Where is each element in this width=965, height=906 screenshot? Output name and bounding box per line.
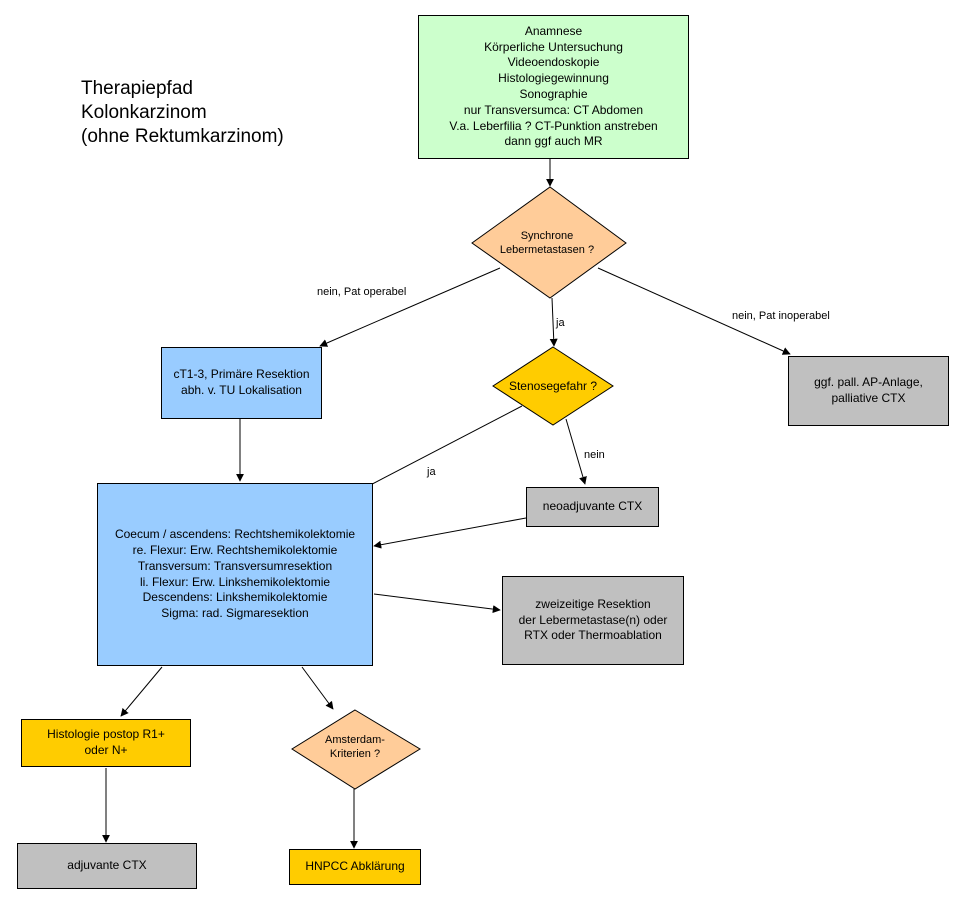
- node-text: V.a. Leberfilia ? CT-Punktion anstreben: [449, 118, 658, 133]
- node-text: li. Flexur: Erw. Linkshemikolektomie: [139, 574, 331, 589]
- edge-label-nein-inoperabel: nein, Pat inoperabel: [732, 310, 830, 322]
- title-line: Kolonkarzinom: [81, 102, 207, 123]
- node-text: Histologie postop R1+: [47, 727, 165, 742]
- node-text: Körperliche Untersuchung: [484, 39, 623, 54]
- node-text: RTX oder Thermoablation: [524, 628, 662, 643]
- node-text: re. Flexur: Erw. Rechtshemikolektomie: [132, 542, 338, 557]
- node-resektion: Coecum / ascendens: Rechtshemikolektomie…: [97, 483, 373, 666]
- node-text: cT1-3, Primäre Resektion: [173, 367, 310, 382]
- node-text: HNPCC Abklärung: [305, 859, 405, 874]
- node-text: Lebermetastasen ?: [499, 244, 595, 256]
- edge-synchrone-primaer: [319, 267, 501, 347]
- title-line: Therapiepfad: [81, 78, 193, 99]
- edge-synchrone-palliativ: [597, 267, 791, 355]
- node-text: Histologiegewinnung: [498, 71, 609, 86]
- node-text: abh. v. TU Lokalisation: [181, 383, 302, 397]
- node-text: Sonographie: [519, 87, 588, 101]
- node-histologie: Histologie postop R1+ oder N+: [21, 719, 191, 767]
- node-text: nur Transversumca: CT Abdomen: [463, 102, 644, 117]
- diamond-amsterdam: [291, 709, 421, 790]
- diagram-title: Therapiepfad Kolonkarzinom (ohne Rektumk…: [81, 77, 284, 149]
- node-text: palliative CTX: [831, 391, 906, 405]
- node-text: neoadjuvante CTX: [542, 499, 643, 514]
- node-text: Anamnese: [524, 23, 583, 38]
- edge-label-nein-operabel: nein, Pat operabel: [317, 286, 407, 298]
- node-text: adjuvante CTX: [67, 858, 147, 873]
- node-text: oder N+: [84, 743, 128, 757]
- edge-resektion-amsterdam: [301, 666, 334, 710]
- edge-label-ja-stenose: ja: [427, 466, 436, 478]
- diamond-synchrone: [471, 186, 627, 299]
- edge-resektion-zweizeitig: [373, 593, 501, 614]
- node-text: Transversum: Transversumresektion: [137, 558, 333, 573]
- edge-stenose-resektion: [356, 405, 523, 493]
- node-text: Stenosegefahr ?: [508, 379, 598, 393]
- node-stenose: Stenosegefahr ?: [509, 379, 597, 393]
- edge-synchrone-stenose: [549, 297, 558, 347]
- node-text: Videoendoskopie: [507, 55, 600, 70]
- edge-resektion-histologie: [120, 666, 163, 717]
- node-text: zweizeitige Resektion: [535, 596, 651, 611]
- node-synchrone: Synchrone Lebermetastasen ?: [500, 229, 594, 257]
- node-text: Coecum / ascendens: Rechtshemikolektomie: [114, 527, 356, 542]
- edge-label-ja-synchrone: ja: [556, 317, 565, 329]
- node-text: Sigma: rad. Sigmaresektion: [161, 606, 309, 621]
- node-hnpcc: HNPCC Abklärung: [289, 849, 421, 885]
- node-text: Descendens: Linkshemikolektomie: [142, 590, 328, 605]
- node-amsterdam: Amsterdam- Kriterien ?: [325, 733, 385, 761]
- node-zweizeitig: zweizeitige Resektion der Lebermetastase…: [502, 576, 684, 665]
- node-text: Synchrone: [520, 230, 574, 242]
- edge-stenose-neoadjuvant: [565, 418, 587, 485]
- node-palliativ: ggf. pall. AP-Anlage, palliative CTX: [788, 356, 949, 426]
- node-text: dann ggf auch MR: [504, 134, 603, 149]
- node-neoadjuvant: neoadjuvante CTX: [526, 487, 659, 527]
- title-line: (ohne Rektumkarzinom): [81, 126, 284, 147]
- node-anamnese: Anamnese Körperliche Untersuchung Videoe…: [418, 15, 689, 159]
- edge-neoadjuvant-resektion: [373, 517, 527, 549]
- node-text: der Lebermetastase(n) oder: [518, 612, 668, 627]
- node-text: ggf. pall. AP-Anlage,: [814, 375, 923, 390]
- node-adjuvant: adjuvante CTX: [17, 843, 197, 889]
- node-text: Kriterien ?: [329, 748, 381, 760]
- node-text: Amsterdam-: [325, 734, 385, 746]
- diamond-stenose: [492, 346, 614, 426]
- edge-label-nein-stenose: nein: [584, 449, 605, 461]
- node-primaer: cT1-3, Primäre Resektion abh. v. TU Loka…: [161, 347, 322, 419]
